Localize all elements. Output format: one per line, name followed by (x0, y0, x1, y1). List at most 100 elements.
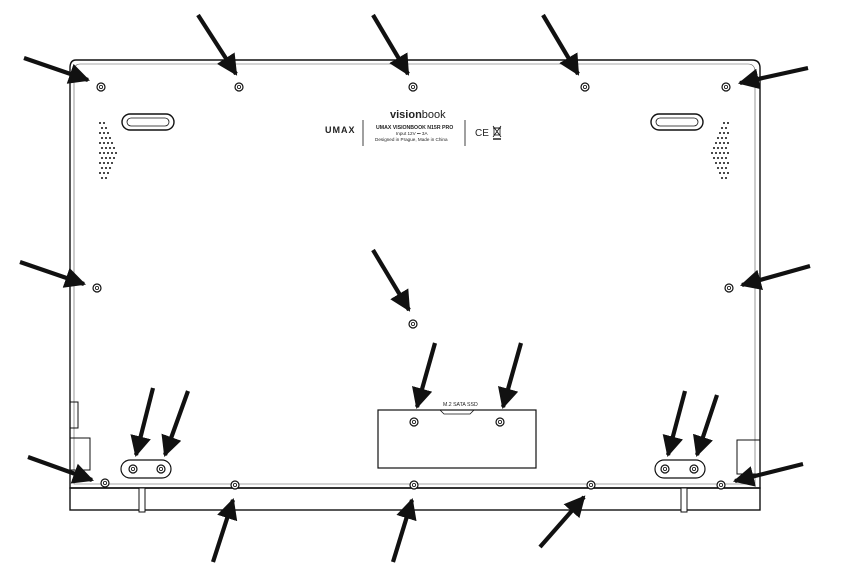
screw-icon (716, 480, 726, 490)
grille-dot (107, 152, 109, 154)
grille-dot (723, 152, 725, 154)
grille-dot (105, 137, 107, 139)
grille-dot (721, 127, 723, 129)
grille-dot (107, 142, 109, 144)
grille-dot (725, 177, 727, 179)
grille-dot (107, 132, 109, 134)
grille-dot (723, 132, 725, 134)
grille-dot (107, 162, 109, 164)
grille-dot (105, 167, 107, 169)
arrow-icon (130, 387, 156, 458)
grille-dot (717, 147, 719, 149)
speaker-grille-icon (711, 122, 729, 179)
grille-dot (723, 122, 725, 124)
grille-dot (101, 147, 103, 149)
ssd-cover (377, 409, 537, 469)
grille-dot (101, 167, 103, 169)
grille-dot (725, 137, 727, 139)
grille-dot (101, 157, 103, 159)
ssd-cover-label: M.2 SATA SSD (443, 402, 478, 408)
grille-dot (109, 157, 111, 159)
grille-dot (725, 157, 727, 159)
front-lip (69, 487, 761, 511)
grille-dot (721, 167, 723, 169)
grille-dot (111, 152, 113, 154)
ce-mark: CE (475, 128, 489, 139)
grille-dot (103, 132, 105, 134)
grille-dot (103, 152, 105, 154)
vent-slot-inner (126, 117, 170, 127)
grille-dot (727, 162, 729, 164)
grille-dot (113, 147, 115, 149)
grille-dot (719, 162, 721, 164)
grille-dot (719, 142, 721, 144)
left-port (69, 401, 79, 429)
grille-dot (99, 122, 101, 124)
grille-dot (103, 162, 105, 164)
foot-plate-right (654, 459, 706, 479)
grille-dot (109, 137, 111, 139)
screw-icon (92, 283, 102, 293)
grille-dot (105, 177, 107, 179)
screw-icon (409, 417, 419, 427)
grille-dot (715, 152, 717, 154)
grille-dot (727, 172, 729, 174)
right-port (736, 439, 761, 475)
arrow-icon (498, 342, 524, 410)
grille-dot (715, 162, 717, 164)
screw-icon (580, 82, 590, 92)
model-name: UMAX VISIONBOOK N15R PRO (376, 125, 453, 131)
arrow-icon (19, 260, 86, 288)
grille-dot (101, 137, 103, 139)
grille-dot (103, 172, 105, 174)
arrow-icon (27, 455, 94, 484)
grille-dot (723, 162, 725, 164)
grille-dot (103, 122, 105, 124)
ssd-cover-tab (439, 409, 475, 415)
grille-dot (711, 152, 713, 154)
grille-dot (725, 147, 727, 149)
logo-visionbook: visionbook (390, 109, 446, 121)
grille-dot (105, 127, 107, 129)
lip-notch-left (138, 487, 146, 513)
screw-icon (408, 82, 418, 92)
screw-icon (586, 480, 596, 490)
screw-icon (721, 82, 731, 92)
grille-dot (721, 137, 723, 139)
left-port-lower (69, 437, 91, 471)
grille-dot (101, 127, 103, 129)
grille-dot (105, 157, 107, 159)
grille-dot (719, 172, 721, 174)
arrow-icon (538, 495, 586, 549)
screw-icon (96, 82, 106, 92)
arrow-icon (412, 342, 438, 410)
screw-icon (234, 82, 244, 92)
arrow-icon (196, 13, 238, 76)
grille-dot (111, 142, 113, 144)
grille-dot (725, 127, 727, 129)
grille-dot (113, 157, 115, 159)
grille-dot (717, 167, 719, 169)
arrow-icon (739, 263, 811, 291)
input-rating: Input 12V ⎓ 3A (396, 131, 428, 136)
grille-dot (723, 142, 725, 144)
grille-dot (721, 177, 723, 179)
arrow-icon (662, 390, 688, 458)
grille-dot (727, 122, 729, 124)
screw-icon (230, 480, 240, 490)
grille-dot (717, 157, 719, 159)
screw-icon (156, 464, 166, 474)
product-label: UMAX visionbook UMAX VISIONBOOK N15R PRO… (325, 109, 502, 146)
arrow-icon (693, 394, 719, 457)
grille-dot (719, 132, 721, 134)
screw-icon (660, 464, 670, 474)
grille-dot (99, 162, 101, 164)
grille-dot (103, 142, 105, 144)
arrow-icon (371, 13, 410, 76)
grille-dot (111, 162, 113, 164)
grille-dot (107, 172, 109, 174)
arrow-icon (161, 390, 190, 457)
speaker-grille-icon (99, 122, 117, 179)
grille-dot (109, 147, 111, 149)
